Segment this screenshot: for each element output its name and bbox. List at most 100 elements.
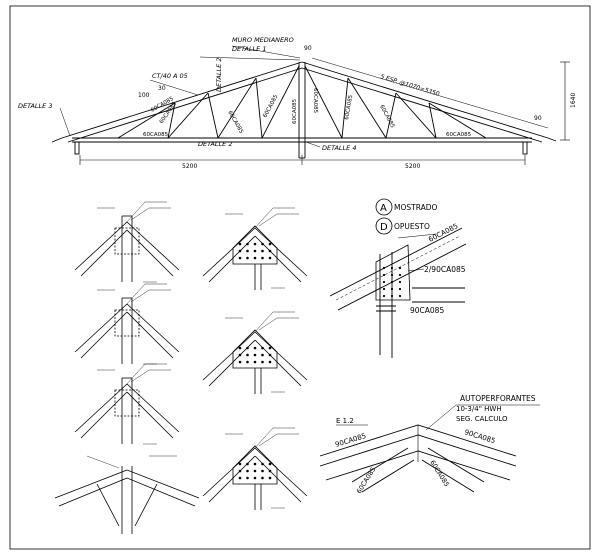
web-r6 — [428, 102, 437, 139]
legend-a-text: MOSTRADO — [394, 203, 438, 212]
detail-screw — [238, 469, 242, 473]
member-label: 60CA085 — [226, 110, 244, 135]
detail-screw — [253, 346, 257, 350]
detail-screw — [246, 242, 249, 246]
detail-plate — [114, 309, 140, 337]
dim-height-value: 1640 — [570, 93, 577, 108]
detail-rafter — [126, 229, 174, 277]
detail-screw — [261, 249, 264, 253]
member-label: 60CA085 — [262, 94, 279, 119]
ridge-label: 60CA085 — [428, 459, 451, 488]
web-l4 — [207, 92, 219, 139]
detail-rafter — [74, 383, 128, 433]
detail-screw — [246, 476, 249, 480]
detail-screw — [238, 476, 242, 480]
detail-plate — [114, 227, 140, 255]
leader-muro — [231, 45, 301, 59]
detail-rafter — [74, 221, 128, 271]
label-detalle-2: DETALLE 2 — [198, 140, 232, 148]
detail-rafter — [80, 391, 128, 439]
detail-leader — [252, 427, 274, 451]
detail-screw — [261, 462, 264, 466]
detail-screw — [261, 360, 264, 364]
web-r2 — [341, 77, 349, 139]
detail-rafter — [126, 311, 174, 359]
detail-screw — [253, 462, 257, 466]
detail-rafter — [80, 311, 128, 359]
detail-screw — [268, 469, 272, 473]
detail-screw — [238, 249, 242, 253]
spacing-dim-line — [311, 57, 549, 129]
support-right — [522, 141, 528, 155]
joint-top-chord-hidden — [335, 235, 461, 301]
detail-leader — [124, 283, 146, 307]
detail-leader — [258, 317, 278, 331]
web-r4 — [385, 92, 397, 139]
detail-leader — [252, 311, 274, 335]
detail-screw — [238, 346, 242, 350]
detail-screw — [238, 256, 242, 260]
label-muro-medianero: MURO MEDIANERO — [232, 36, 294, 44]
detail-screw — [268, 360, 272, 364]
legend-d-text: OPUESTO — [394, 222, 430, 231]
detail-screw — [261, 353, 264, 357]
detail-7 — [54, 455, 200, 534]
web-l6 — [255, 77, 263, 139]
detail-screw — [253, 360, 257, 364]
detail-screw — [253, 469, 257, 473]
joint-screws — [382, 266, 402, 298]
detail-rafter — [54, 469, 128, 499]
detail-screw — [253, 249, 257, 253]
leader-detalle1 — [199, 56, 301, 61]
joint-screw — [382, 266, 386, 270]
leader-slope — [149, 79, 199, 96]
roof-truss-elevation — [51, 45, 570, 165]
detail-rafter — [254, 447, 308, 497]
joint-screw — [398, 287, 402, 291]
joint-top-chord-b — [337, 243, 467, 311]
detail-rafter — [126, 303, 180, 353]
detail-screw — [268, 346, 272, 350]
ridge-web-right-b — [421, 459, 475, 493]
web-r3 — [347, 77, 387, 139]
detail-plate — [232, 225, 278, 265]
detail-screw — [253, 476, 257, 480]
joint-screw — [390, 273, 394, 277]
joint-screw — [382, 280, 386, 284]
member-label: 60CA085 — [344, 94, 354, 120]
joint-detail — [329, 227, 467, 358]
top-chord-right-inner — [301, 67, 543, 143]
joint-screw — [390, 280, 394, 284]
dim-right-value: 5200 — [405, 163, 420, 170]
member-label: 60CA085 — [312, 88, 318, 114]
detail-leader — [258, 213, 278, 227]
member-label: 60CA085 — [143, 132, 169, 138]
ridge-title: AUTOPERFORANTES — [460, 394, 536, 403]
detail-rafter — [126, 383, 180, 433]
legend-a-circle — [375, 198, 393, 216]
joint-bottom-label: 90CA085 — [410, 306, 444, 315]
legend-d-letter: D — [380, 222, 388, 233]
web-l3 — [167, 92, 209, 139]
joint-screw — [382, 273, 386, 277]
detail-4 — [202, 207, 308, 290]
detail-screw — [246, 469, 249, 473]
detail-screw — [261, 476, 264, 480]
joint-screw — [382, 287, 386, 291]
detail-plate — [232, 329, 278, 369]
detail-rafter — [254, 331, 308, 381]
detail-rafter — [126, 469, 200, 499]
ridge-web-right-a — [427, 447, 485, 483]
label-detalle-4: DETALLE 4 — [322, 144, 356, 152]
detail-rafter — [202, 331, 256, 381]
detail-rafter — [126, 221, 180, 271]
ridge-label: 90CA085 — [463, 428, 496, 445]
joint-screw — [398, 273, 402, 277]
detail-rafter — [80, 229, 128, 277]
leader-detalle3 — [59, 107, 71, 137]
ridge-detail — [319, 404, 540, 493]
sheet-border — [9, 5, 591, 550]
joint-screw — [390, 266, 394, 270]
